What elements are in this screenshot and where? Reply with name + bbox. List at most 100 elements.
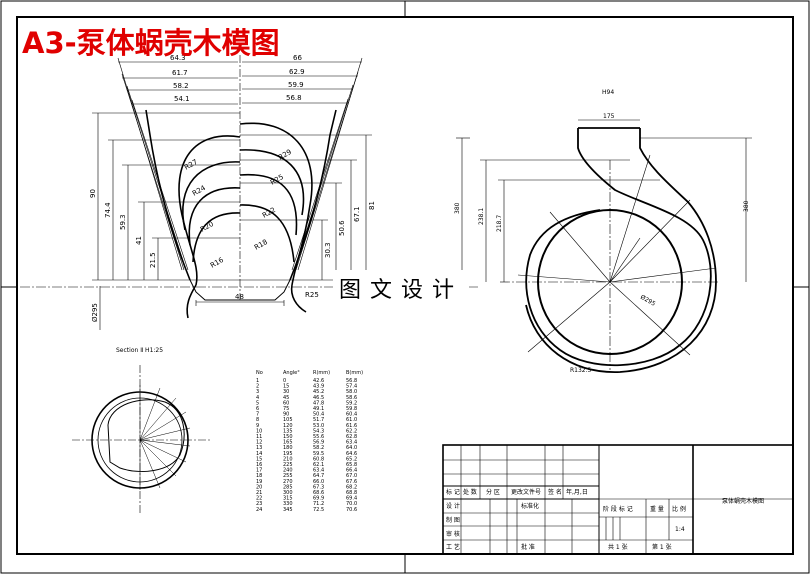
table-cell: 57.4: [346, 384, 357, 390]
table-cell: 20: [256, 484, 262, 490]
table-cell: 61.6: [346, 423, 357, 429]
table-cell: 62.2: [346, 428, 357, 434]
table-cell: 53.0: [313, 423, 324, 429]
radius-right-4: R18: [253, 238, 269, 252]
table-cell: 72.5: [313, 507, 324, 513]
table-cell: 64.0: [346, 445, 357, 451]
table-cell: 4: [256, 395, 259, 401]
page-title: A3-泵体蜗壳木模图: [22, 26, 280, 60]
volute-dim-left-2: 238.1: [478, 208, 485, 225]
table-cell: 3: [256, 389, 259, 395]
table-cell: 54.3: [313, 428, 324, 434]
table-cell: 63.4: [313, 468, 324, 474]
table-cell: 59.2: [346, 400, 357, 406]
tb-sheets-total: 共 1 张: [608, 543, 628, 551]
table-cell: 58.0: [346, 389, 357, 395]
vert-dim-left-4: 41: [135, 236, 143, 245]
table-cell: 50.4: [313, 412, 324, 418]
table-cell: 6: [256, 406, 259, 412]
top-dim-right-2: 62.9: [289, 68, 305, 76]
table-cell: 63.4: [346, 440, 357, 446]
table-cell: 7: [256, 412, 259, 418]
table-cell: 67.6: [346, 479, 357, 485]
table-cell: 56.9: [313, 440, 324, 446]
table-header: B(mm): [346, 370, 363, 376]
table-header: R(mm): [313, 370, 330, 376]
table-cell: 21: [256, 490, 262, 496]
volute-dim-left-3: 218.7: [496, 215, 503, 232]
table-cell: 43.9: [313, 384, 324, 390]
tb-label-zone: 分 区: [486, 488, 500, 496]
table-cell: 1: [256, 378, 259, 384]
table-cell: 345: [283, 507, 293, 513]
vert-dim-right-2: 67.1: [353, 206, 361, 222]
table-cell: 16: [256, 462, 262, 468]
table-cell: 59.5: [313, 451, 324, 457]
table-cell: 46.5: [313, 395, 324, 401]
table-cell: 24: [256, 507, 262, 513]
table-cell: 105: [283, 417, 293, 423]
table-cell: 56.8: [346, 378, 357, 384]
title-block: [442, 444, 794, 555]
table-cell: 15: [256, 456, 262, 462]
tb-sheet-no: 第 1 张: [652, 543, 672, 551]
table-cell: 8: [256, 417, 259, 423]
table-cell: 69.9: [313, 496, 324, 502]
top-dim-right-1: 66: [293, 54, 302, 62]
section-label: Section Ⅱ H1:25: [116, 347, 163, 354]
volute-plan-view: [456, 119, 752, 373]
table-cell: 23: [256, 501, 262, 507]
table-cell: 58.2: [313, 445, 324, 451]
table-cell: 58.6: [346, 395, 357, 401]
tb-check: 审 核: [446, 530, 460, 538]
tb-label-change: 更改文件号: [511, 488, 541, 496]
table-cell: 67.0: [346, 473, 357, 479]
top-dim-right-4: 56.8: [286, 94, 302, 102]
table-cell: 68.6: [313, 490, 324, 496]
tb-weight: 重 量: [650, 505, 664, 513]
table-cell: 67.3: [313, 484, 324, 490]
table-cell: 165: [283, 440, 293, 446]
volute-dim-right: 380: [743, 200, 750, 212]
table-cell: 270: [283, 479, 293, 485]
small-section-view: [72, 365, 210, 515]
top-dim-right-3: 59.9: [288, 81, 304, 89]
side-diameter: Ø295: [91, 303, 99, 322]
table-cell: 15: [283, 384, 289, 390]
tb-standard: 标准化: [521, 502, 539, 510]
tb-label-sign: 签 名: [548, 488, 562, 496]
tb-design: 设 计: [446, 502, 460, 510]
volute-base-radius: R132.5: [570, 367, 592, 374]
table-cell: 64.7: [313, 473, 324, 479]
table-cell: 49.1: [313, 406, 324, 412]
table-cell: 225: [283, 462, 293, 468]
tb-drawn: 制 图: [446, 516, 460, 524]
table-cell: 60.8: [313, 456, 324, 462]
table-cell: 255: [283, 473, 293, 479]
table-cell: 68.2: [346, 484, 357, 490]
vert-dim-left-3: 59.3: [119, 214, 127, 230]
table-cell: 9: [256, 423, 259, 429]
table-cell: 70.6: [346, 507, 357, 513]
table-cell: 61.0: [346, 417, 357, 423]
table-cell: 71.2: [313, 501, 324, 507]
table-cell: 0: [283, 378, 286, 384]
table-cell: 60: [283, 400, 289, 406]
volute-top-width: 175: [603, 113, 615, 120]
table-cell: 69.4: [346, 496, 357, 502]
table-cell: 22: [256, 496, 262, 502]
table-cell: 2: [256, 384, 259, 390]
right-small-radius: R25: [305, 291, 319, 299]
table-cell: 315: [283, 496, 293, 502]
radius-left-3: R20: [199, 220, 215, 234]
left-view-dimension-lines: [20, 57, 478, 330]
table-cell: 14: [256, 451, 262, 457]
tb-drawing-name: 泵体蜗壳木模图: [722, 497, 764, 505]
table-cell: 210: [283, 456, 293, 462]
table-cell: 30: [283, 389, 289, 395]
vert-dim-left-1: 90: [89, 189, 97, 198]
tb-scale-label: 比 例: [672, 505, 686, 513]
table-cell: 19: [256, 479, 262, 485]
